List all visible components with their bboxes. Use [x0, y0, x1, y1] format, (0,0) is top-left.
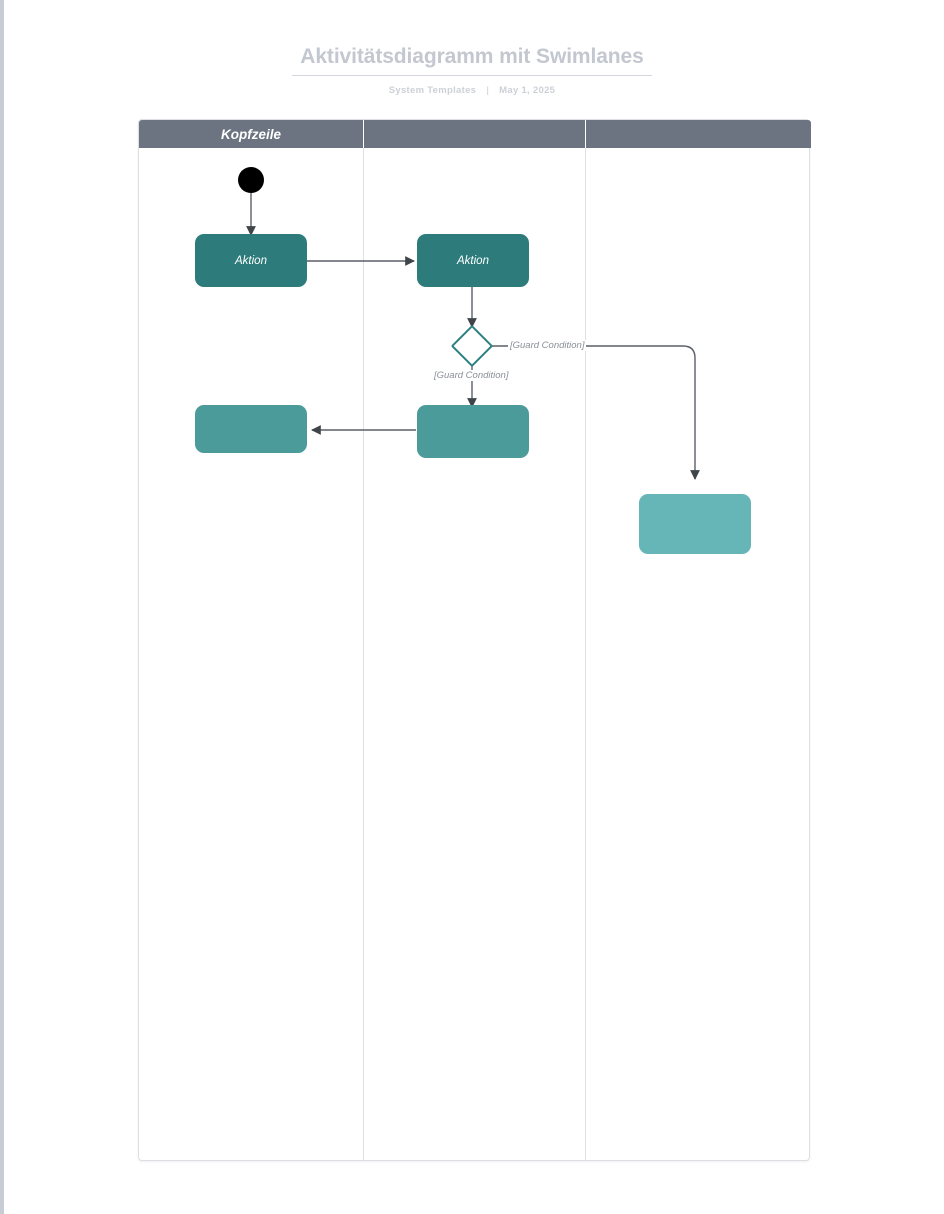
action-node-2-label: Aktion: [457, 254, 489, 267]
swimlane-0-header[interactable]: Kopfzeile: [139, 120, 363, 148]
page-left-edge: [0, 0, 4, 1214]
title-block: Aktivitätsdiagramm mit Swimlanes System …: [0, 44, 944, 96]
swimlane-2[interactable]: [585, 120, 811, 1160]
swimlane-0[interactable]: Kopfzeile: [139, 120, 363, 1160]
document-date: May 1, 2025: [499, 85, 556, 97]
document-author: System Templates: [388, 85, 477, 97]
guard-condition-label-down: [Guard Condition]: [432, 370, 511, 381]
swimlane-1[interactable]: [363, 120, 585, 1160]
action-node-3[interactable]: [417, 405, 529, 458]
action-node-1[interactable]: Aktion: [195, 234, 307, 287]
header-divider-2: [585, 120, 586, 148]
header-divider-1: [363, 120, 364, 148]
initial-node[interactable]: [238, 167, 264, 193]
action-node-4[interactable]: [195, 405, 307, 453]
swimlane-1-header[interactable]: [364, 120, 585, 148]
document-meta: System Templates | May 1, 2025: [0, 85, 944, 96]
diagram-edges: [246, 193, 700, 480]
page-title: Aktivitätsdiagramm mit Swimlanes: [292, 44, 652, 77]
swimlane-2-header[interactable]: [586, 120, 811, 148]
meta-separator: |: [486, 85, 490, 97]
guard-condition-label-right: [Guard Condition]: [508, 340, 587, 351]
edge-decision-to-action5: [488, 345, 700, 480]
action-node-2[interactable]: Aktion: [417, 234, 529, 287]
action-node-5[interactable]: [639, 494, 751, 554]
action-node-1-label: Aktion: [235, 254, 267, 267]
swimlane-container: Kopfzeile: [138, 119, 811, 1161]
